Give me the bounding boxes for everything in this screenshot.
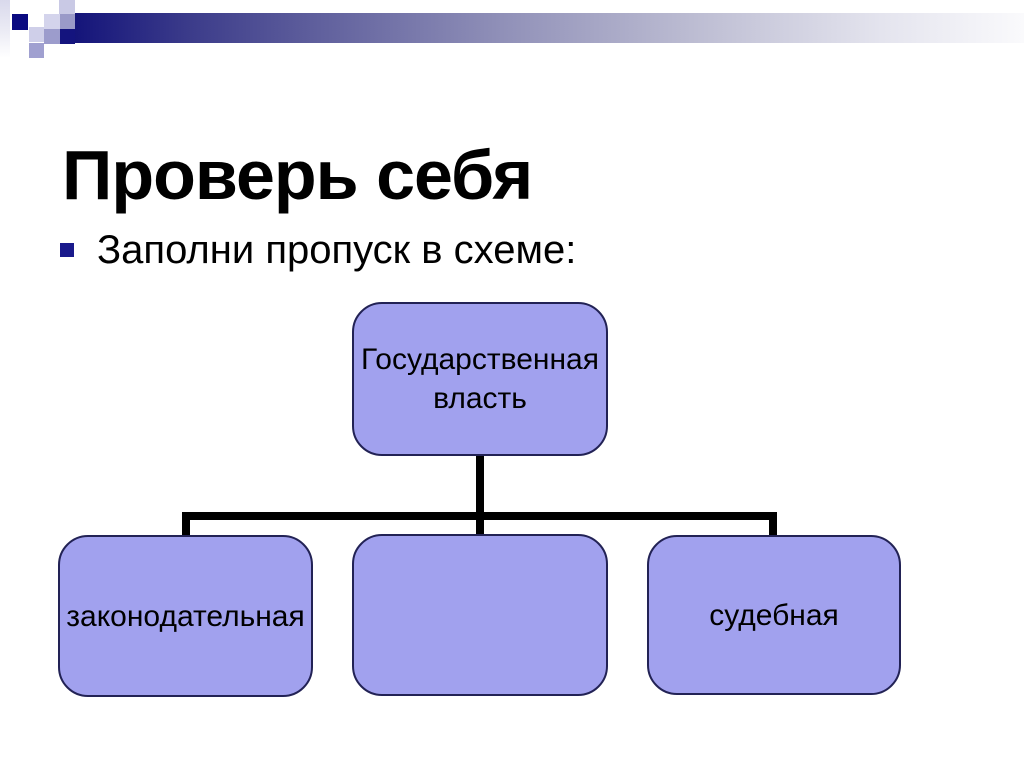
pixel-square: [29, 27, 44, 42]
bullet-item: Заполни пропуск в схеме:: [60, 224, 576, 276]
connector-right-drop: [769, 512, 777, 539]
connector-vertical: [476, 455, 484, 537]
connector-horizontal: [182, 512, 777, 520]
diagram-box-root-label: Государственная власть: [361, 343, 599, 415]
pixel-square: [44, 14, 60, 30]
bullet-square-icon: [60, 243, 74, 257]
pixel-square: [29, 43, 44, 58]
page-title: Проверь себя: [62, 135, 533, 214]
bullet-text: Заполни пропуск в схеме:: [97, 228, 577, 272]
diagram-box-root: Государственная власть: [352, 302, 608, 456]
diagram-box-legislative: законодательная: [58, 535, 313, 697]
pixel-square: [60, 14, 75, 30]
pixel-square: [59, 0, 75, 15]
diagram-box-judicial-label: судебная: [709, 598, 839, 632]
diagram-box-legislative-label: законодательная: [66, 599, 305, 633]
pixel-square-navy-2: [60, 29, 75, 44]
header-gradient-bar: [74, 13, 1024, 43]
diagram-box-judicial: судебная: [647, 535, 901, 695]
pixel-square-navy: [12, 14, 28, 30]
pixel-square: [44, 29, 60, 44]
diagram-box-blank: [352, 534, 608, 696]
pixel-strip: [0, 0, 10, 58]
connector-left-drop: [182, 512, 190, 539]
